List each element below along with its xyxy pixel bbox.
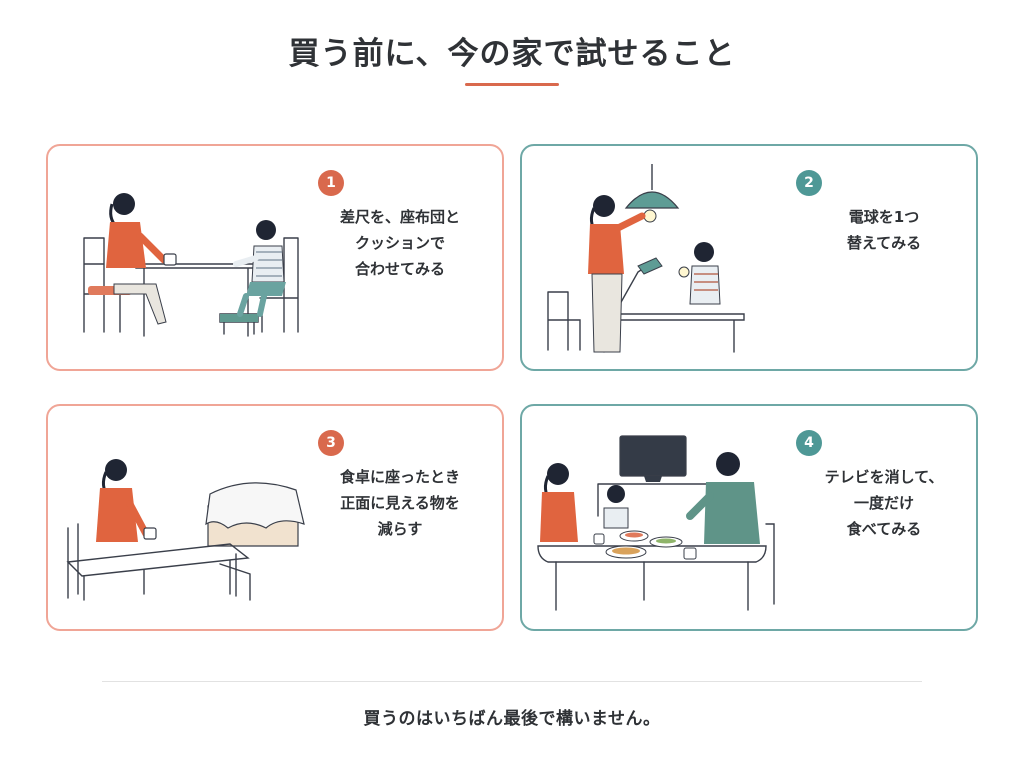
title-underline [465, 83, 559, 86]
tip-text: 食卓に座ったとき 正面に見える物を 減らす [339, 468, 460, 538]
tip-card-1: 1 差尺を、座布団と クッションで 合わせてみる [46, 144, 504, 371]
footer-note: 買うのはいちばん最後で構いません。 [363, 709, 661, 729]
step-number-badge: 4 [796, 430, 822, 456]
tip-card-2: 2 電球を1つ 替えてみる [520, 144, 978, 371]
footer-divider [102, 681, 922, 682]
step-number-badge: 3 [318, 430, 344, 456]
step-number-badge: 1 [318, 170, 344, 196]
illustration-changing-light-bulb [534, 164, 796, 354]
tip-card-4: 4 テレビを消して、 一度だけ 食べてみる [520, 404, 978, 631]
tip-text: 差尺を、座布団と クッションで 合わせてみる [339, 208, 460, 278]
illustration-mother-child-table [60, 164, 322, 354]
illustration-covered-box-view [60, 424, 322, 614]
illustration-family-dinner-tv-off [534, 424, 796, 614]
tip-card-3: 3 食卓に座ったとき 正面に見える物を 減らす [46, 404, 504, 631]
tip-text: テレビを消して、 一度だけ 食べてみる [824, 468, 944, 538]
tip-text: 電球を1つ 替えてみる [846, 208, 922, 252]
page-title: 買う前に、今の家で試せること [288, 36, 736, 72]
step-number-badge: 2 [796, 170, 822, 196]
